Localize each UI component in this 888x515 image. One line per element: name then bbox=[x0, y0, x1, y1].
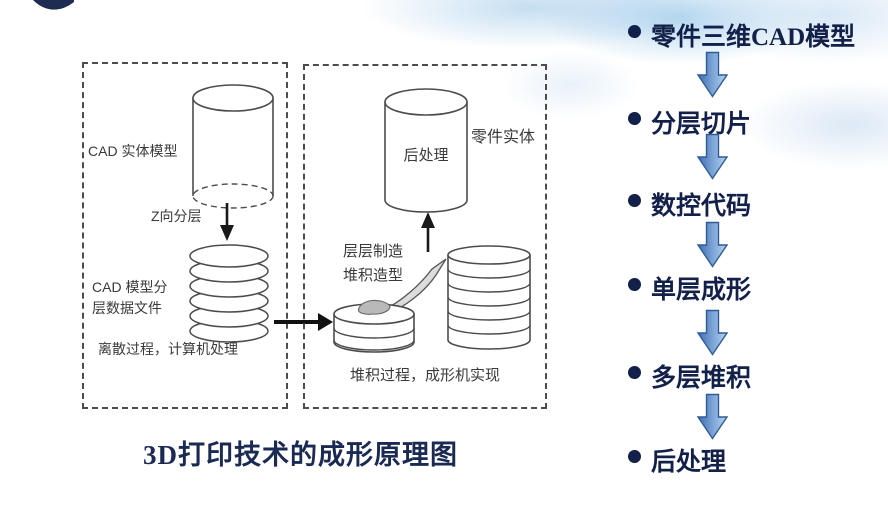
finished-part-cylinder-icon bbox=[384, 88, 468, 213]
diagram-caption: 3D打印技术的成形原理图 bbox=[143, 440, 458, 470]
bullet-icon bbox=[628, 278, 641, 291]
bullet-icon bbox=[628, 194, 641, 207]
flow-step-6: 后处理 bbox=[628, 442, 726, 478]
cad-model-cylinder-icon bbox=[192, 84, 274, 209]
flow-down-arrow-icon bbox=[696, 393, 729, 440]
bullet-icon bbox=[628, 366, 641, 379]
right-arrow-icon bbox=[274, 313, 333, 331]
flow-down-arrow-icon bbox=[696, 133, 729, 180]
flow-step-1: 零件三维CAD模型 bbox=[628, 17, 855, 53]
flow-step-label: 零件三维CAD模型 bbox=[651, 24, 856, 51]
stacking-process-note: 堆积过程，成形机实现 bbox=[350, 367, 501, 384]
discrete-process-note: 离散过程，计算机处理 bbox=[98, 341, 238, 357]
flow-down-arrow-icon bbox=[696, 309, 729, 356]
build-label-line2: 堆积造型 bbox=[343, 267, 404, 284]
discrete-process-panel bbox=[82, 62, 288, 409]
part-entity-label: 零件实体 bbox=[471, 129, 536, 146]
flow-down-arrow-icon bbox=[696, 51, 729, 98]
bullet-icon bbox=[628, 25, 641, 38]
z-slicing-label: Z向分层 bbox=[151, 208, 202, 224]
stacking-process-panel bbox=[303, 64, 547, 409]
layered-file-label-line1: CAD 模型分 bbox=[92, 279, 168, 295]
bullet-icon bbox=[628, 112, 641, 125]
flow-step-2: 分层切片 bbox=[628, 104, 751, 140]
cad-model-label: CAD 实体模型 bbox=[88, 143, 178, 159]
flow-step-label: 单层成形 bbox=[651, 277, 752, 304]
layered-file-label-line2: 层数据文件 bbox=[92, 300, 162, 316]
building-stack-icon bbox=[333, 299, 415, 353]
flow-step-label: 分层切片 bbox=[651, 111, 752, 138]
flow-step-5: 多层堆积 bbox=[628, 358, 751, 394]
up-arrow-icon bbox=[421, 212, 435, 252]
flow-down-arrow-icon bbox=[696, 221, 729, 268]
bullet-icon bbox=[628, 450, 641, 463]
sky-decoration bbox=[740, 80, 888, 170]
flow-step-label: 数控代码 bbox=[651, 193, 752, 220]
build-label-line1: 层层制造 bbox=[343, 243, 404, 260]
post-process-label: 后处理 bbox=[403, 147, 449, 164]
sliced-layers-icon bbox=[189, 244, 269, 343]
down-arrow-icon bbox=[220, 203, 234, 241]
flow-step-label: 后处理 bbox=[651, 449, 727, 476]
flow-step-4: 单层成形 bbox=[628, 270, 751, 306]
stacked-part-icon bbox=[447, 245, 531, 350]
flow-step-label: 多层堆积 bbox=[651, 365, 752, 392]
swoosh-decoration bbox=[33, 0, 74, 10]
flow-step-3: 数控代码 bbox=[628, 186, 751, 222]
